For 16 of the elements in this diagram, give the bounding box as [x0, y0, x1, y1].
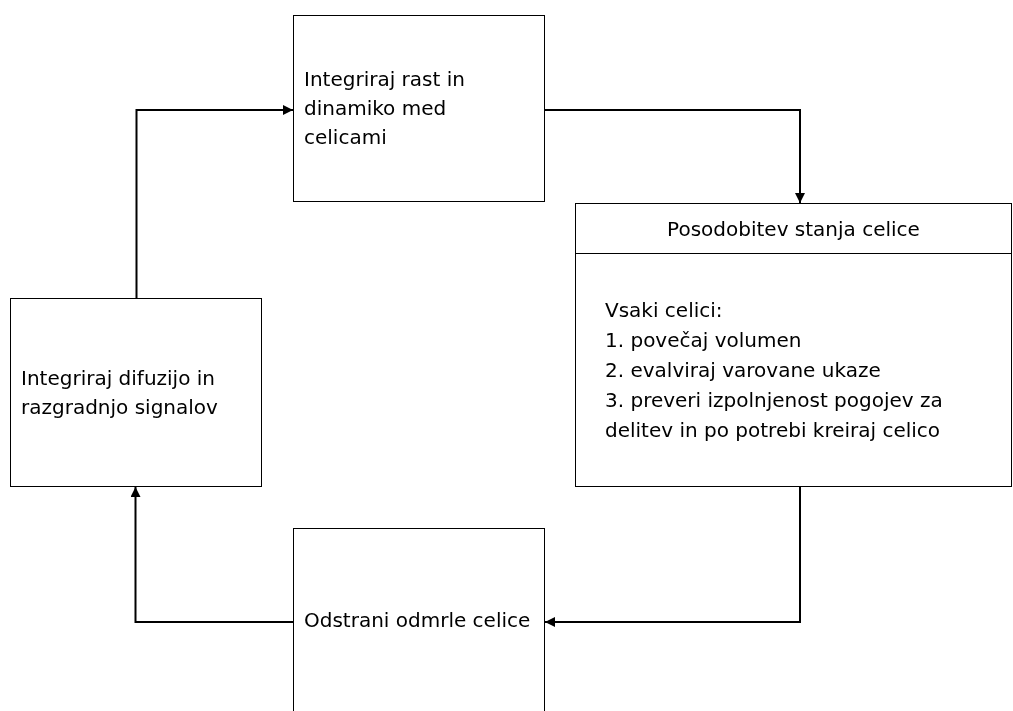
arrow — [135, 105, 294, 299]
arrow — [130, 486, 294, 623]
box-text: 3. preveri izpolnjenost pogojev za delitev in po potrebi kreiraj celico — [605, 387, 944, 444]
process-box — [10, 298, 262, 487]
box-text: 1. povečaj volumen — [605, 327, 803, 354]
arrow — [544, 109, 805, 204]
process-box — [293, 15, 545, 202]
box-text: Odstrani odmrle celice — [304, 607, 532, 634]
box-text: Integriraj difuzijo in razgradnjo signalov — [21, 364, 219, 421]
box-text: Vsaki celici: — [605, 297, 724, 324]
arrow — [544, 486, 801, 627]
process-box — [575, 203, 1012, 487]
process-box — [293, 528, 545, 711]
box-heading: Posodobitev stanja celice — [667, 215, 920, 243]
box-text: Integriraj rast in dinamiko med celicami — [304, 66, 466, 151]
box-text: 2. evalviraj varovane ukaze — [605, 357, 882, 384]
